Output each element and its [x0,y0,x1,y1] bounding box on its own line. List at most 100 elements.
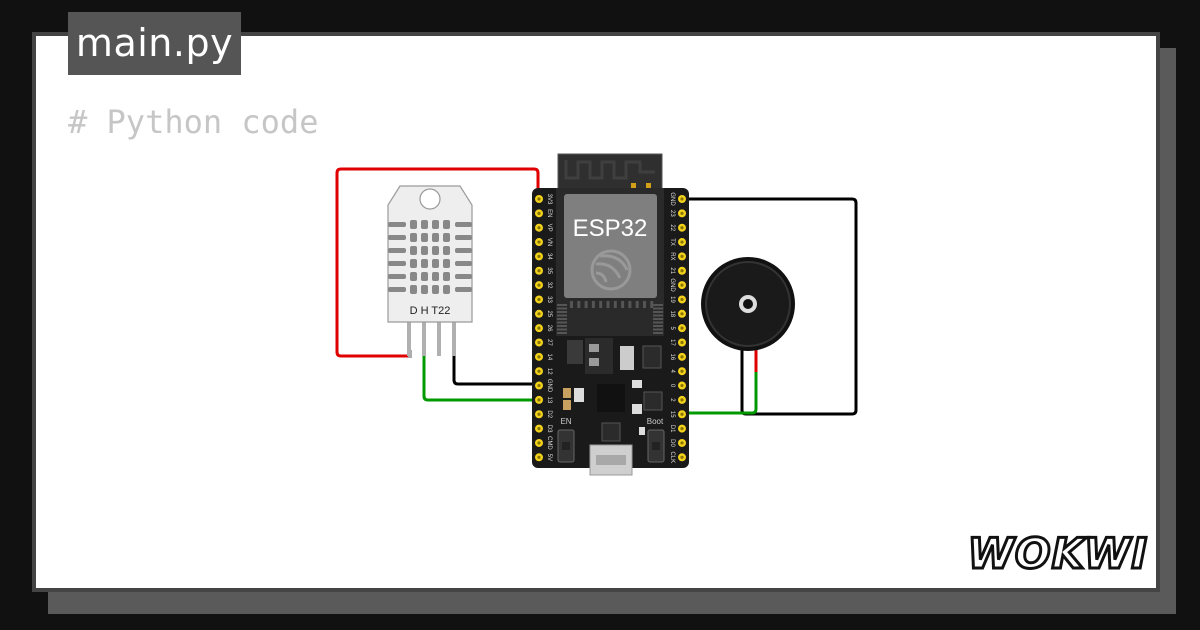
wire-red-vcc[interactable] [335,167,540,358]
dht22-sensor[interactable]: D H T22 [387,185,473,358]
pin-label: 33 [546,296,552,303]
dht22-grille-hole [421,220,428,229]
dht22-grille-hole [443,285,450,294]
dht22-grille-slot [388,222,406,227]
module-pad [643,301,646,308]
module-pad [557,318,567,320]
module-pad [613,301,617,308]
pin-hole [537,455,541,459]
pin-label: TX [669,238,675,246]
module-pad [557,307,567,310]
pin-hole [680,211,684,215]
dht22-grille-slot [455,261,472,266]
pin-hole [680,197,684,201]
pin-label: EN [546,209,552,217]
wire-black-gnd[interactable] [452,356,538,386]
pin-hole [680,369,684,373]
pin-label: 5 [669,326,675,330]
dht22-grille-slot [455,248,472,253]
antenna-trace [564,160,655,180]
module-pad [606,301,610,308]
pin-hole [680,441,684,445]
module-pads [557,301,663,334]
module-pad [650,301,654,308]
dht22-grille-hole [432,259,439,268]
pin-hole [680,412,684,416]
pin-label: 4 [669,370,675,374]
module-pad [653,321,663,324]
dht22-grille-slot [388,274,406,279]
pin-hole [537,312,541,316]
wire-green-buzzer[interactable] [683,370,758,415]
pin-label: 17 [669,339,675,346]
pin-label: 26 [546,325,552,332]
pin-hole [537,297,541,302]
dht22-grille-slot [455,235,472,240]
pin-hole [537,412,541,416]
module-pad [628,301,632,308]
wokwi-logo: WOKWI [966,528,1148,580]
pin-label: 35 [546,267,552,274]
pin-label: 5V [546,454,552,461]
dht22-grille-hole [443,220,450,229]
pin-hole [537,441,541,445]
module-pad [591,301,595,308]
dht22-grille-hole [410,220,417,229]
dht22-grille-hole [410,285,417,294]
pin-label: GND [546,379,552,393]
pin-label: 14 [546,354,552,361]
pin-label: VN [546,238,552,246]
dht22-grille-slot [388,235,406,240]
dht22-grille-hole [432,272,439,281]
dht22-grille-slot [388,261,406,266]
dht22-grille-hole [443,259,450,268]
espressif-logo-icon [590,249,632,291]
pin-hole [680,398,684,402]
piezo-buzzer[interactable] [701,257,795,372]
wire-green-data[interactable] [422,356,538,402]
usb-port[interactable] [589,444,633,476]
module-pad [570,301,573,308]
pin-hole [537,427,541,431]
pin-label: 2 [669,398,675,402]
module-pad [653,325,663,327]
pin-hole [537,240,541,244]
pin-label: 34 [546,253,552,260]
pin-hole [537,211,541,215]
module-pad [557,321,567,324]
pin-hole [680,340,684,345]
pin-hole [680,383,684,388]
module-pad [557,304,567,306]
dht22-grille-hole [443,246,450,255]
boot-button[interactable] [647,429,665,463]
pin-label: 15 [669,411,675,418]
dht22-grille-slot [455,222,472,227]
dht22-grille-hole [432,233,439,242]
pin-label: 25 [546,310,552,317]
file-tab-main-py[interactable]: main.py [68,12,241,75]
boot-button-label: Boot [647,417,664,426]
esp32-devkit[interactable]: ESP32 EN Boot [532,153,689,476]
pin-label: GND [669,192,675,206]
pin-label: 22 [669,224,675,231]
dht22-grille-slot [455,287,472,292]
module-pad [653,328,663,331]
pin-hole [537,197,541,201]
pin-label: 18 [669,310,675,317]
dht22-grille-hole [421,233,428,242]
module-pad [577,301,581,308]
esp32-left-pin-header: 3V3ENVPVN343532332526271412GND13D2D3CMD5… [535,194,552,462]
module-pad [584,301,588,308]
pin-label: D3 [546,425,552,433]
pin-hole [537,226,541,230]
module-pad [557,332,567,334]
en-button-label: EN [560,417,571,426]
code-comment-line: # Python code [68,103,319,141]
pin-label: D1 [669,425,675,433]
module-pad [599,301,603,308]
en-button[interactable] [557,429,575,463]
wokwi-logo-text: WOKWI [968,529,1148,578]
dht22-grille-hole [421,285,428,294]
